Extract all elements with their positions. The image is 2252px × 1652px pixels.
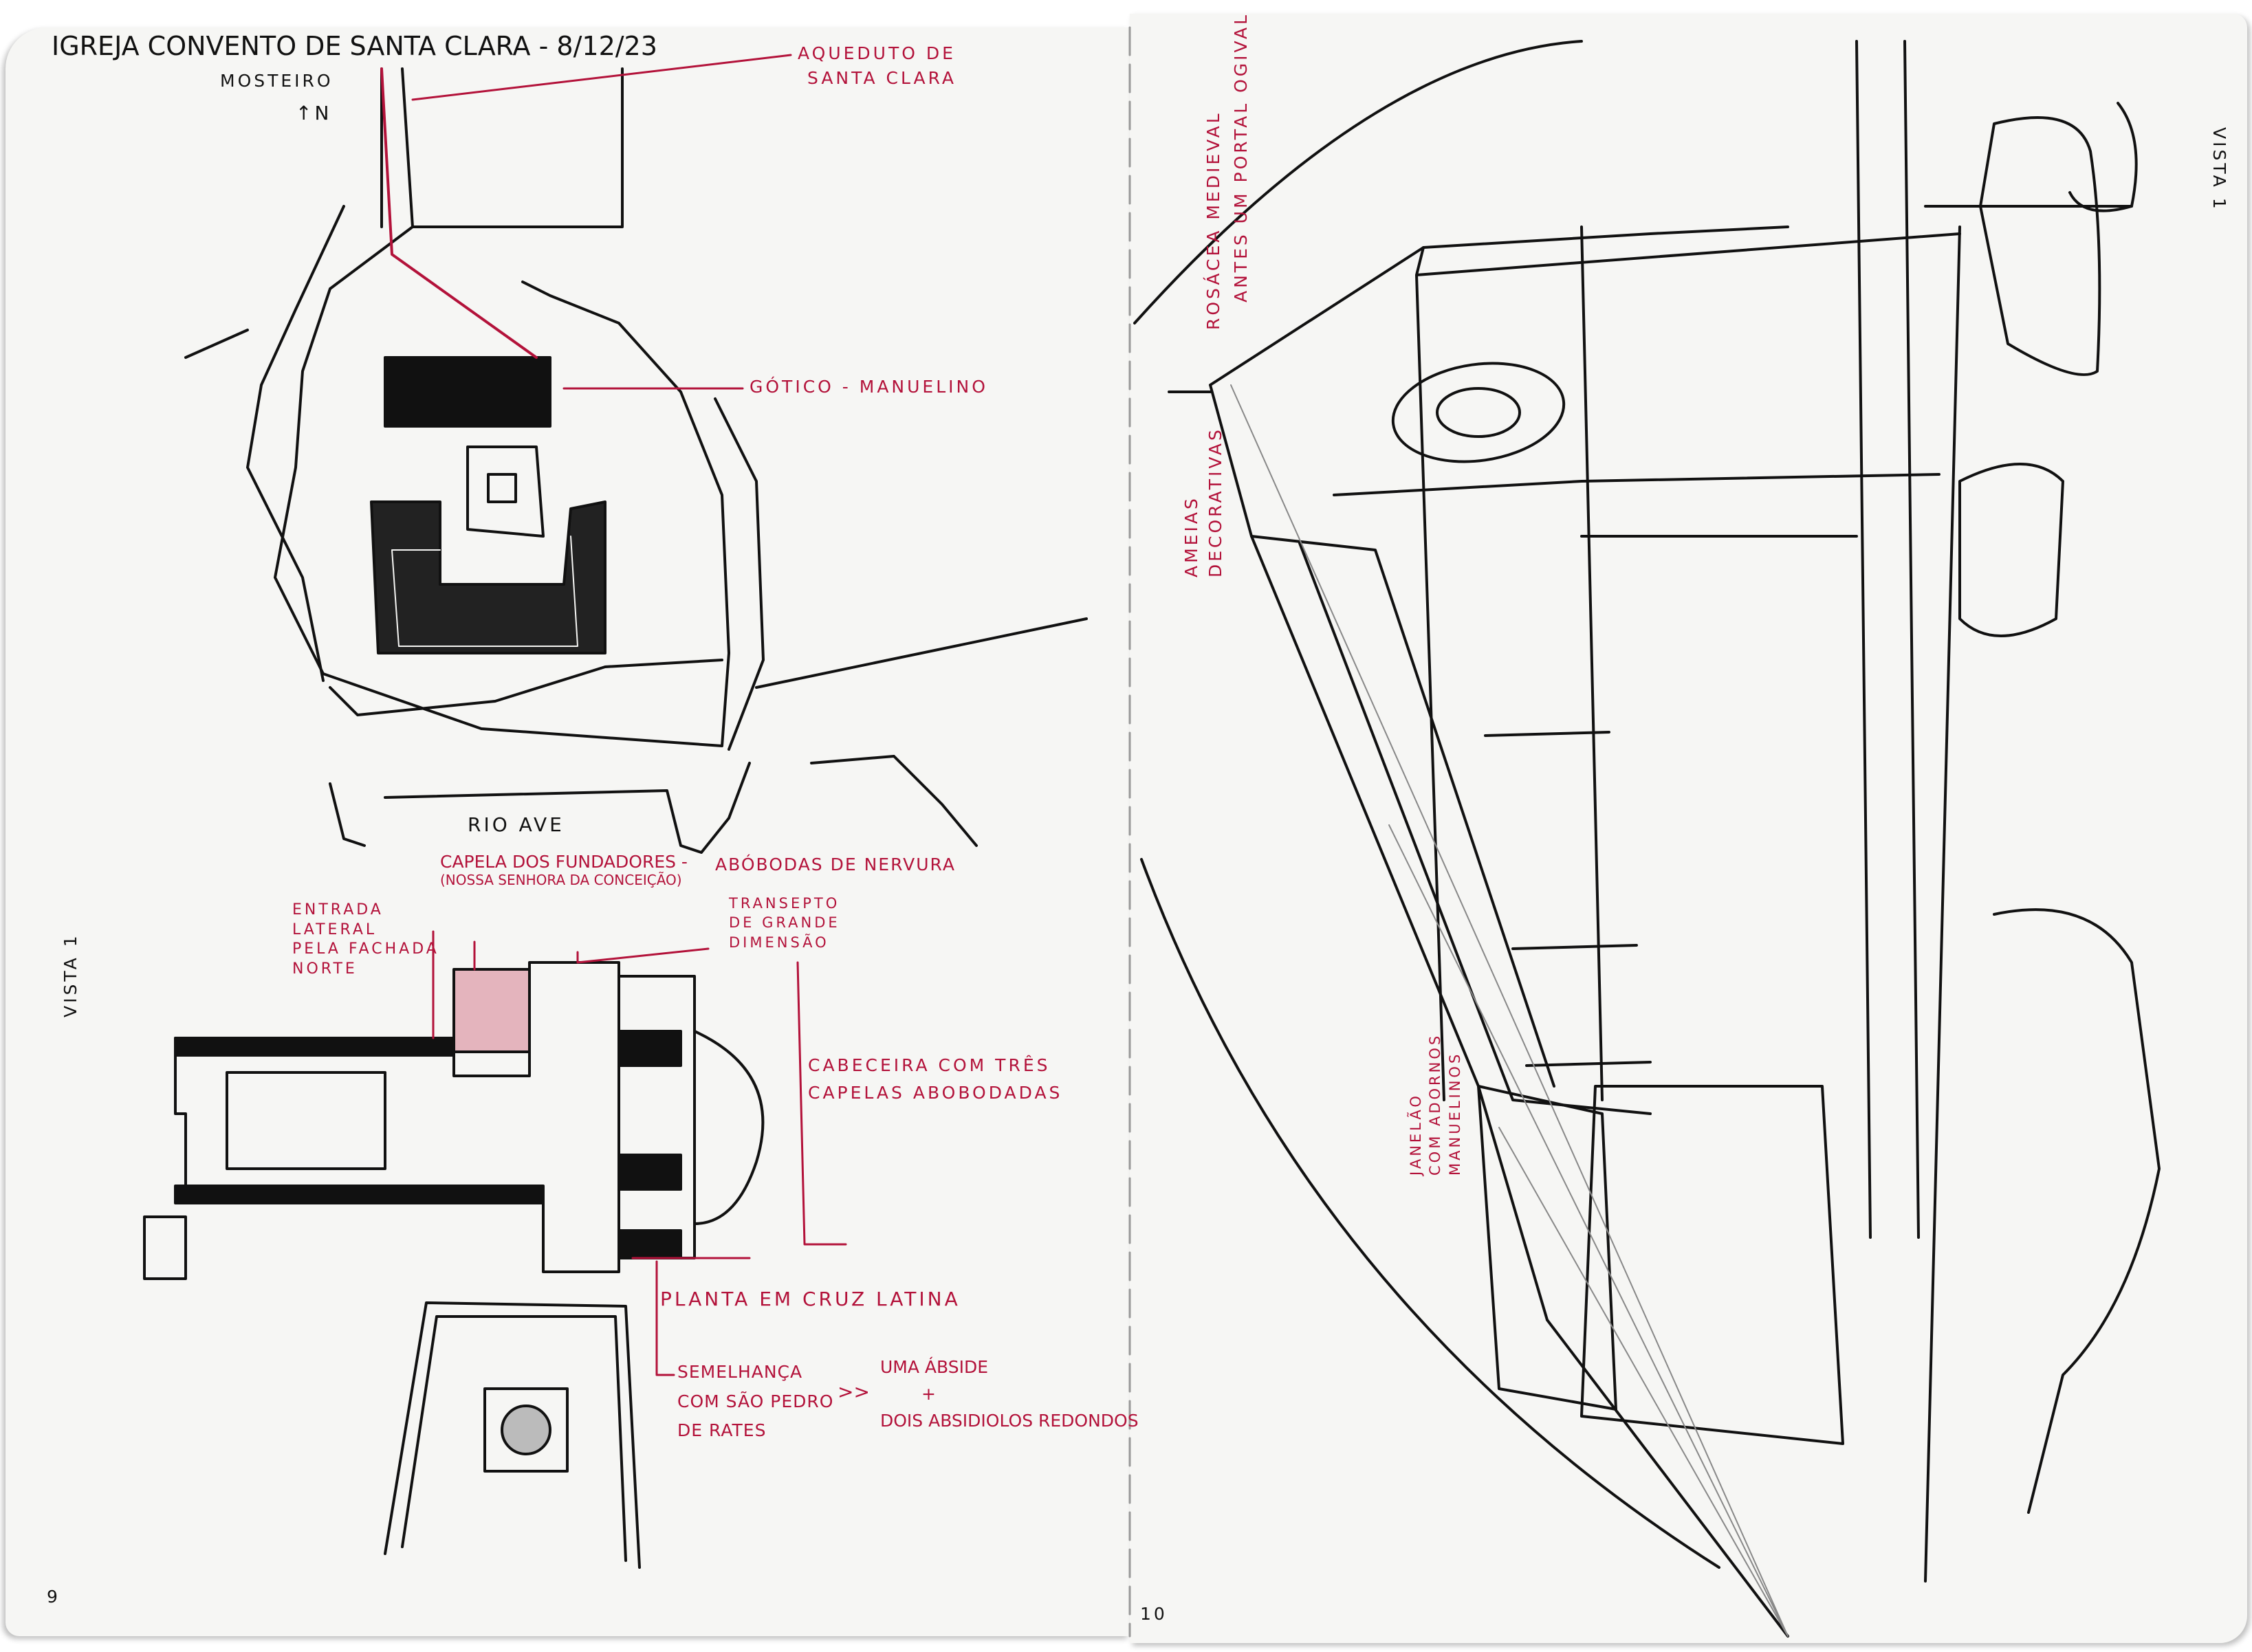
sketch-title: IGREJA CONVENTO DE SANTA CLARA - 8/12/23 [52, 31, 657, 61]
site-plan-drawing [184, 54, 1088, 854]
label-plan: PLANTA EM CRUZ LATINA [660, 1288, 961, 1310]
page-number-left: 9 [47, 1587, 61, 1607]
view-marker-left: VISTA 1 [61, 933, 80, 1017]
label-founders-chapel: CAPELA DOS FUNDADORES -(NOSSA SENHORA DA… [440, 852, 688, 888]
title-correction: MOSTEIRO [220, 71, 334, 91]
right-page [1130, 14, 2247, 1643]
church-floor-plan [143, 930, 847, 1569]
label-vaults: ABÓBODAS DE NERVURA [715, 855, 956, 874]
label-apse: UMA ÁBSIDE+DOIS ABSIDIOLOS REDONDOS [880, 1357, 1139, 1431]
label-style: GÓTICO - MANUELINO [750, 377, 988, 397]
church-perspective-drawing [1133, 40, 2161, 1638]
left-page [6, 27, 1130, 1636]
label-river: RIO AVE [468, 813, 565, 836]
label-arrow: >> [838, 1380, 870, 1403]
view-title-right: VISTA 1 [2209, 127, 2229, 212]
page-number-right: 10 [1140, 1604, 1168, 1624]
north-marker: ↑N [296, 102, 332, 124]
